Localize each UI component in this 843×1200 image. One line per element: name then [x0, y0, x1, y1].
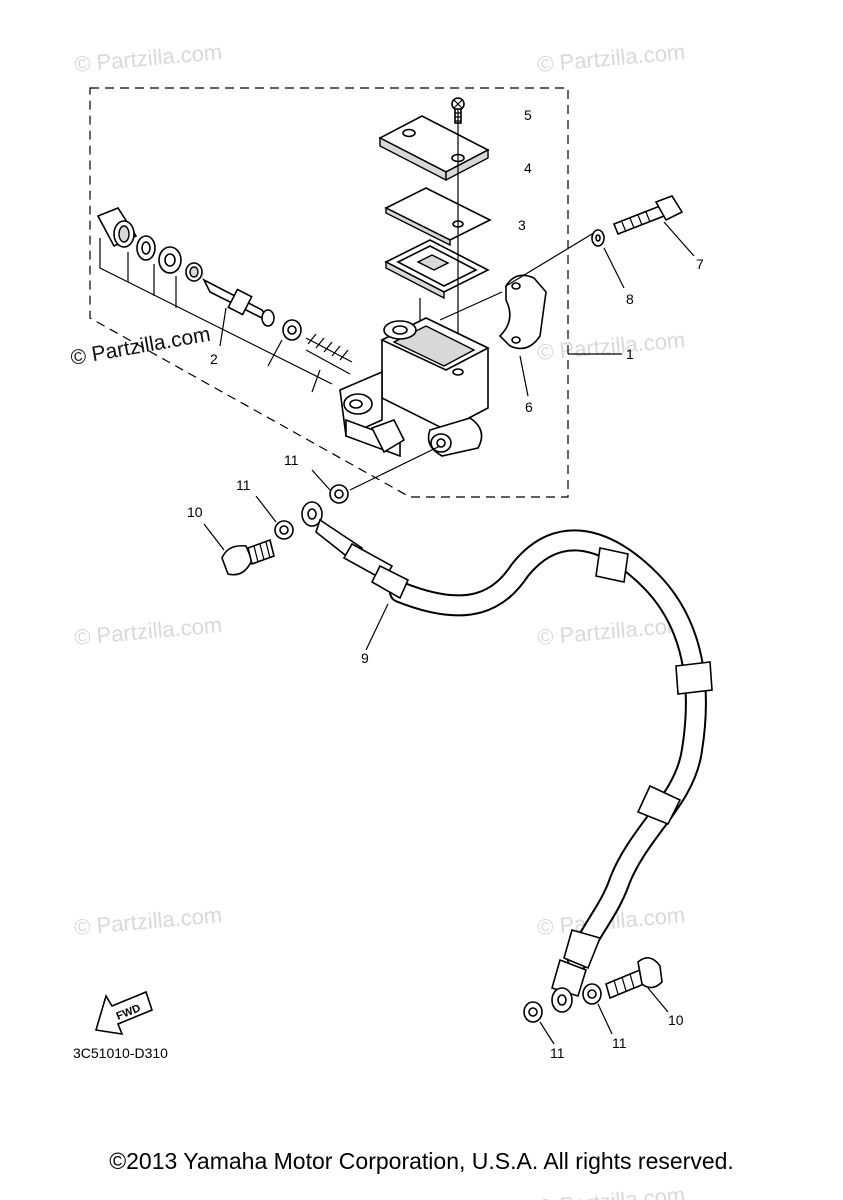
callout-11-lower-left: 11 [550, 1045, 565, 1061]
leader-line [439, 291, 503, 321]
callout-11-upper-left: 11 [236, 477, 251, 493]
watermark: © Partzilla.com [73, 902, 223, 940]
callout-4: 4 [524, 160, 532, 176]
banjo-bolt-upper [221, 538, 275, 576]
callout-10-lower: 10 [668, 1012, 684, 1028]
callout-3: 3 [518, 217, 526, 233]
sealing-washer-upper-right [329, 484, 349, 504]
watermark: © Partzilla.com [536, 39, 686, 77]
watermark: © Partzilla.com [536, 1182, 686, 1200]
clamp-part [498, 274, 547, 397]
watermark-layer: © Partzilla.com © Partzilla.com © Partzi… [69, 39, 686, 1200]
brake-hose-part [301, 501, 713, 1013]
callout-9: 9 [361, 650, 369, 666]
callout-1: 1 [626, 346, 634, 362]
assembly-boundary [89, 87, 569, 498]
sealing-washer-lower-right [582, 983, 602, 1005]
leader-line [647, 987, 669, 1013]
diagram-code: 3C51010-D310 [73, 1045, 168, 1061]
callout-7: 7 [696, 256, 704, 272]
callout-6: 6 [525, 399, 533, 415]
piston-kit [96, 207, 353, 393]
copyright-notice: ©2013 Yamaha Motor Corporation, U.S.A. A… [109, 1148, 734, 1174]
diaphragm-plate-part [384, 187, 492, 247]
callout-8: 8 [626, 291, 634, 307]
sealing-washer-upper-left [274, 520, 294, 540]
callout-labels: 1 2 3 4 5 6 7 8 9 10 10 11 11 11 11 [187, 107, 704, 1061]
washer-part [591, 229, 605, 247]
master-cylinder-body [339, 317, 490, 458]
callout-10-upper: 10 [187, 504, 203, 520]
watermark: © Partzilla.com [536, 327, 686, 365]
diaphragm-part [384, 239, 490, 300]
reservoir-cap-part [378, 115, 490, 182]
leader-line [663, 221, 695, 257]
leader-line [505, 233, 593, 287]
sealing-washer-lower-left [523, 1001, 543, 1023]
callout-11-lower-right: 11 [612, 1035, 627, 1051]
callout-11-upper-right: 11 [284, 452, 299, 468]
leader-line [349, 445, 441, 491]
watermark: © Partzilla.com [73, 612, 223, 650]
callout-5: 5 [524, 107, 532, 123]
leader-line [597, 1003, 613, 1035]
leader-line [203, 523, 225, 551]
leader-line [603, 247, 625, 289]
leader-line [539, 1021, 555, 1045]
watermark: © Partzilla.com [536, 612, 686, 650]
banjo-bolt-lower [605, 957, 663, 1000]
watermark: © Partzilla.com [73, 39, 223, 77]
callout-2: 2 [210, 351, 218, 367]
leader-line [311, 469, 331, 491]
forward-arrow-icon: FWD [94, 990, 153, 1036]
bolt-part [612, 195, 684, 236]
leader-line [255, 495, 277, 523]
